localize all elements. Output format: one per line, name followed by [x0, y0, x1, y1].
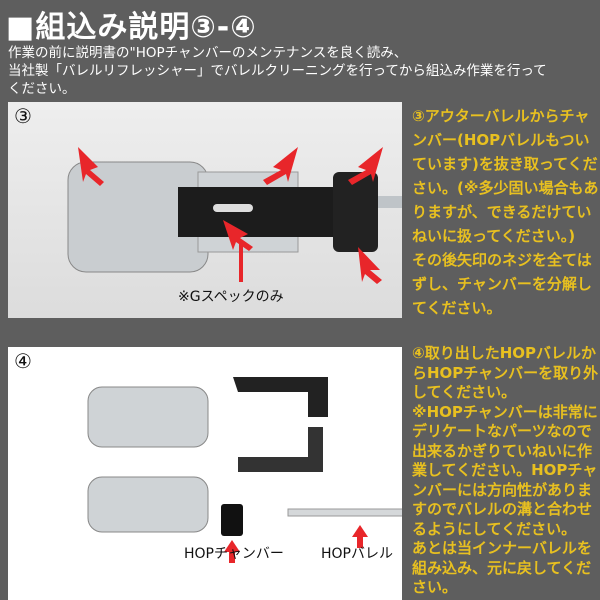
intro-text: 作業の前に説明書の"HOPチャンバーのメンテナンスを良く読み、 当社製「バレルリ…	[8, 44, 547, 98]
text-line: その後矢印のネジを全ては	[412, 251, 592, 269]
text-line: りますが、できるだけてい	[412, 203, 592, 221]
step4-photo: ④ HOPチャンバー HOPバレル	[8, 347, 402, 600]
text-line: ねいに扱ってください。)	[412, 227, 576, 245]
text-line: あとは当インナーバレルを	[412, 539, 592, 557]
step4-instructions: ④取り出したHOPバレルか らHOPチャンバーを取り外 してください。 ※HOP…	[412, 344, 600, 598]
text-line: さい。	[412, 578, 458, 596]
text-line: 組み込み、元に戻してくだ	[412, 558, 592, 577]
gspec-caption: ※Gスペックのみ	[178, 289, 284, 305]
text-line: ンバー(HOPバレルもつい	[412, 131, 590, 149]
text-line: すのでバレルの溝と合わせ	[412, 500, 593, 518]
intro-line: 当社製「バレルリフレッシャー」でバレルクリーニングを行ってから組込み作業を行って	[8, 63, 547, 79]
chamber-half-bottom	[87, 476, 209, 533]
text-line: さい。(※多少固い場合もあ	[412, 179, 599, 197]
text-line: ※HOPチャンバーは非常に	[412, 402, 598, 421]
text-line: 業してください。HOPチャ	[412, 461, 598, 479]
text-line: らHOPチャンバーを取り外	[412, 363, 599, 382]
chamber-half-top	[87, 386, 209, 448]
step3-photo: ③ ※Gスペックのみ	[8, 102, 402, 318]
text-line: るようにしてください。	[412, 519, 577, 538]
step-number: ③	[14, 104, 32, 128]
hop-chamber-label: HOPチャンバー	[184, 546, 284, 562]
hop-chamber	[221, 504, 243, 536]
text-line: してください。	[412, 383, 517, 401]
intro-line: ください。	[8, 81, 76, 97]
page-title: ■組込み説明③-④	[6, 10, 257, 45]
step3-instructions: ③アウターバレルからチャ ンバー(HOPバレルもつい ています)を抜き取ってくだ…	[412, 104, 600, 320]
text-line: ています)を抜き取ってくだ	[412, 155, 598, 173]
arrow-icons	[78, 147, 383, 284]
parts-illustration	[87, 377, 402, 563]
text-line: ンバーには方向性がありま	[412, 480, 593, 499]
text-line: ③アウターバレルからチャ	[412, 107, 590, 125]
step-number: ④	[14, 349, 32, 373]
text-line: 出来るかぎりていねいに作	[412, 441, 593, 460]
intro-line: 作業の前に説明書の"HOPチャンバーのメンテナンスを良く読み、	[8, 45, 408, 61]
text-line: ④取り出したHOPバレルか	[412, 344, 596, 362]
hop-barrel	[287, 508, 402, 517]
text-line: デリケートなパーツなので	[412, 422, 592, 440]
chamber-photo-illustration	[67, 147, 402, 284]
arrow-icons	[224, 525, 368, 563]
text-line: てください。	[412, 299, 502, 317]
hop-barrel-label: HOPバレル	[321, 546, 393, 562]
outer-barrel	[378, 196, 402, 208]
text-line: ずし、チャンバーを分解し	[412, 275, 592, 293]
